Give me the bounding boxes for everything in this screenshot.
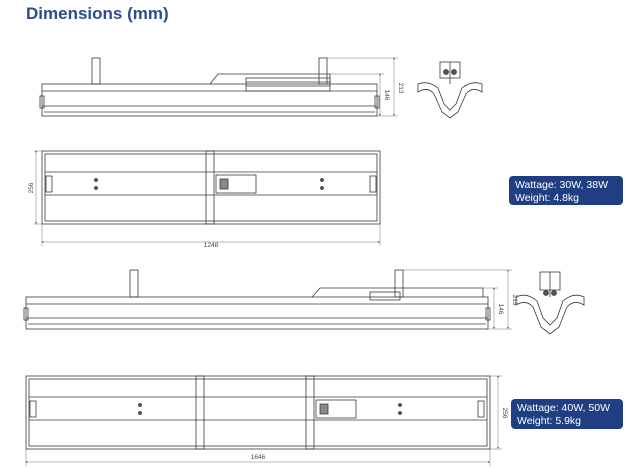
small-top-length-label: 1248 <box>204 242 219 249</box>
large-unit-weight: Weight: 5.9kg <box>517 415 582 427</box>
small-top-view <box>41 150 381 225</box>
small-side-height-short-label: 146 <box>383 90 390 101</box>
small-side-view <box>39 57 380 117</box>
large-unit-spec-box: Wattage: 40W, 50W Weight: 5.9kg <box>511 399 623 429</box>
large-top-width-label: 256 <box>501 408 508 419</box>
small-end-profile <box>417 61 483 119</box>
large-side-dimensions <box>403 269 512 330</box>
small-side-dimensions <box>327 57 398 117</box>
small-unit-wattage: Wattage: 30W, 38W <box>515 179 608 191</box>
large-top-length-label: 1646 <box>251 454 266 461</box>
large-top-view <box>25 375 491 450</box>
large-end-profile <box>515 271 585 335</box>
small-top-width-label: 256 <box>28 182 35 193</box>
large-side-height-short-label: 146 <box>497 304 504 315</box>
small-side-height-total-label: 213 <box>397 83 404 94</box>
small-unit-spec-box: Wattage: 30W, 38W Weight: 4.8kg <box>509 176 623 205</box>
page-title: Dimensions (mm) <box>26 4 169 23</box>
small-top-dimensions <box>34 150 381 246</box>
large-side-height-total-label: 213 <box>511 295 518 306</box>
small-unit-weight: Weight: 4.8kg <box>515 192 580 204</box>
large-side-view <box>23 269 491 330</box>
large-unit-wattage: Wattage: 40W, 50W <box>517 402 610 414</box>
large-top-dimensions <box>25 375 502 466</box>
